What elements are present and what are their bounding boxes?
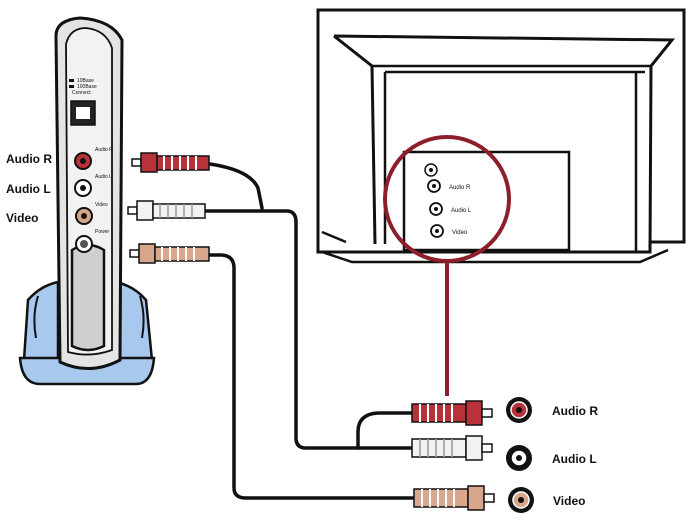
plug-left-audio-l xyxy=(127,200,206,221)
device-stand-base xyxy=(18,356,156,386)
output-label-video: Video xyxy=(553,494,585,508)
lan-label-1: 10Base xyxy=(77,78,94,84)
tv-jack-label-audio-r: Audio R xyxy=(449,185,471,191)
output-label-audio-r: Audio R xyxy=(552,404,598,418)
plug-left-audio-r xyxy=(131,152,210,173)
plug-left-video xyxy=(129,243,210,264)
device-jack-label-audio-l: Audio L xyxy=(95,174,112,180)
plug-right-video xyxy=(413,485,495,511)
plug-right-audio-l xyxy=(411,435,493,461)
plug-right-audio-r xyxy=(411,400,493,426)
output-jack-audio-r xyxy=(506,397,532,423)
ethernet-port-inner xyxy=(76,107,90,119)
device-jack-label-audio-r: Audio R xyxy=(95,147,113,153)
tv-jack-coax xyxy=(424,163,438,177)
television: Audio R Audio L Video xyxy=(316,8,686,396)
lan-label-3: Connect xyxy=(72,90,91,96)
lan-label-2: 100Base xyxy=(77,84,97,90)
tv-jack-audio-r xyxy=(427,179,441,193)
device-jack-audio-l xyxy=(74,179,92,197)
device-jack-label-video: Video xyxy=(95,202,108,208)
tv-jack-audio-l xyxy=(429,202,443,216)
tv-back-inner xyxy=(372,64,651,252)
lan-led-2 xyxy=(69,85,74,88)
device-stand-curves xyxy=(33,295,145,339)
lan-led-1 xyxy=(69,79,74,82)
device-jack-audio-r xyxy=(74,152,92,170)
cable-video xyxy=(208,253,416,500)
device-port-label-video: Video xyxy=(6,211,38,225)
device-port-label-audio-r: Audio R xyxy=(6,152,52,166)
tv-bottom-lip xyxy=(321,230,669,264)
tv-jack-video xyxy=(430,224,444,238)
device-lower-slot xyxy=(70,243,106,352)
device-jack-power xyxy=(75,235,93,253)
media-device: 10Base 100Base Connect Audio R Audio L V… xyxy=(18,16,156,386)
tv-jack-label-video: Video xyxy=(452,230,468,236)
tv-jack-label-audio-l: Audio L xyxy=(451,208,472,214)
output-label-audio-l: Audio L xyxy=(552,452,597,466)
device-jack-video xyxy=(75,207,93,225)
output-jack-video xyxy=(508,487,534,513)
device-jack-label-power: Power xyxy=(95,229,110,235)
cable-audio-l xyxy=(204,209,414,450)
cable-audio-r-right xyxy=(356,411,414,450)
cable-audio-r xyxy=(208,162,264,210)
device-port-label-audio-l: Audio L xyxy=(6,182,51,196)
output-jack-audio-l xyxy=(506,445,532,471)
cables xyxy=(204,162,416,500)
